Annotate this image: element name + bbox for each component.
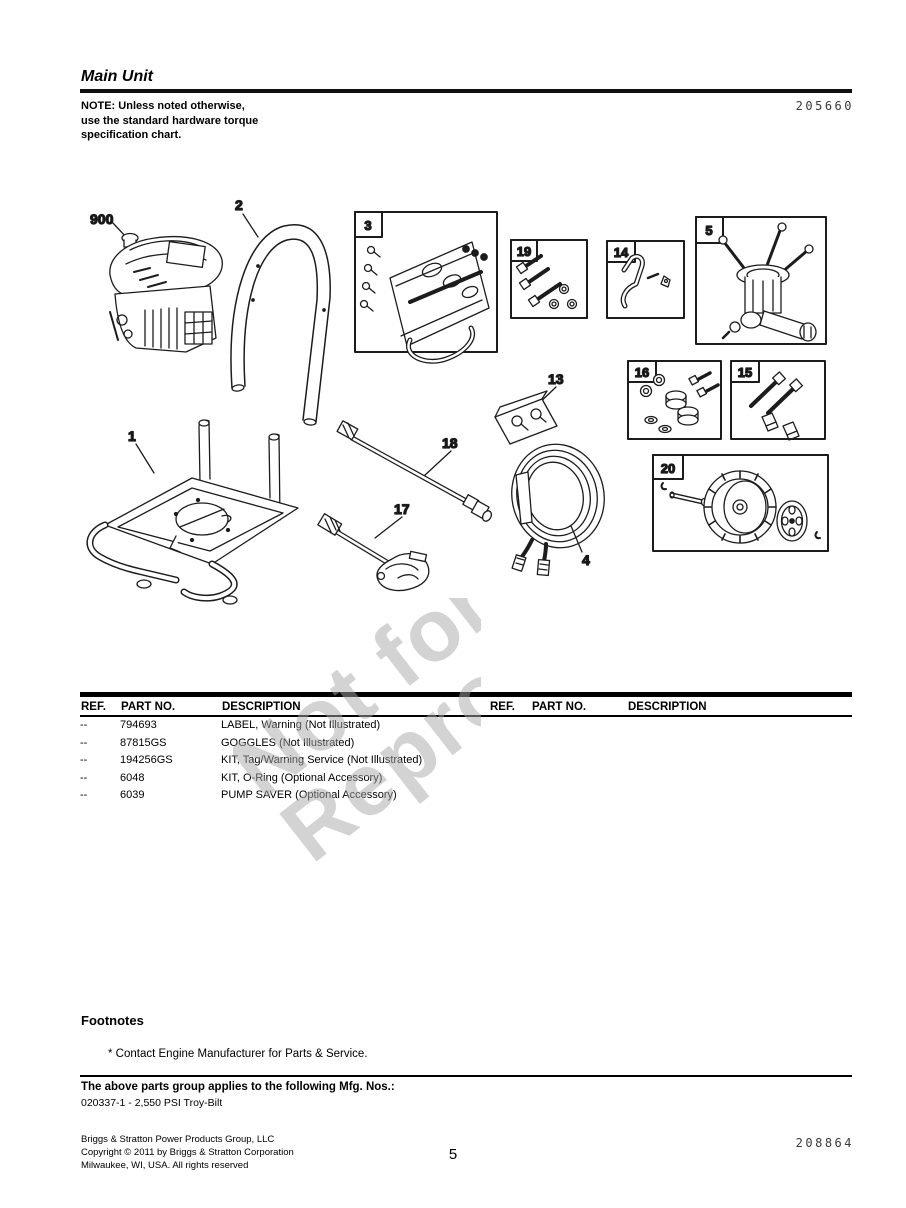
ref-cell: -- xyxy=(80,754,88,766)
ref-cell: -- xyxy=(80,789,88,801)
parts-table: REF. PART NO. DESCRIPTION REF. PART NO. … xyxy=(80,692,852,805)
callout-17: 17 xyxy=(394,501,410,517)
partno-cell: 794693 xyxy=(120,719,157,731)
partno-cell: 6039 xyxy=(120,789,145,801)
col-header-ref: REF. xyxy=(490,701,515,713)
mfg-item: 020337-1 - 2,550 PSI Troy-Bilt xyxy=(81,1097,223,1109)
description-cell: GOGGLES (Not Illustrated) xyxy=(221,736,355,749)
wheel-box-20 xyxy=(652,454,829,552)
form-number-bottom: 208864 xyxy=(795,1136,854,1150)
callout-labels: 900 2 3 19 14 5 13 16 15 20 1 18 17 4 xyxy=(89,196,753,568)
callout-15: 15 xyxy=(738,365,752,380)
note-line: specification chart. xyxy=(81,129,182,141)
note-line: NOTE: Unless noted otherwise, xyxy=(81,100,245,112)
wand-illustration xyxy=(336,420,493,522)
callout-3: 3 xyxy=(364,218,371,233)
partno-cell: 6048 xyxy=(120,771,145,784)
ref-cell: -- xyxy=(80,719,88,731)
table-row: -- 6048 KIT, O-Ring (Optional Accessory) xyxy=(80,770,852,788)
callout-2: 2 xyxy=(235,197,243,213)
callout-20: 20 xyxy=(661,461,675,476)
parts-diagram: 900 2 3 19 14 5 13 16 15 20 1 18 17 4 xyxy=(86,196,829,605)
page-number: 5 xyxy=(448,1146,458,1163)
company-line: Milwaukee, WI, USA. All rights reserved xyxy=(81,1160,249,1171)
ref-cell: -- xyxy=(80,736,88,749)
panel-kit-box xyxy=(354,211,498,364)
table-row: -- 794693 LABEL, Warning (Not Illustrate… xyxy=(80,717,852,735)
callout-18: 18 xyxy=(442,435,458,451)
callout-16: 16 xyxy=(635,365,649,380)
col-header-ref: REF. xyxy=(81,701,106,713)
handle-illustration xyxy=(230,223,331,426)
description-cell: KIT, O-Ring (Optional Accessory) xyxy=(221,771,383,784)
pump-box-5 xyxy=(695,216,827,345)
description-cell: LABEL, Warning (Not Illustrated) xyxy=(221,719,381,731)
torque-note: NOTE: Unless noted otherwise, use the st… xyxy=(81,99,258,143)
bracket-box-14 xyxy=(606,240,685,319)
gun-illustration xyxy=(317,513,430,592)
callout-5: 5 xyxy=(705,223,712,238)
table-top-rule xyxy=(80,692,852,697)
callout-14: 14 xyxy=(614,245,629,260)
hardware-box-15 xyxy=(730,360,826,441)
table-header-row: REF. PART NO. DESCRIPTION REF. PART NO. … xyxy=(80,697,852,717)
hardware-box-19 xyxy=(510,239,588,319)
description-cell: PUMP SAVER (Optional Accessory) xyxy=(221,789,397,801)
col-header-partno: PART NO. xyxy=(121,701,176,713)
footnotes-heading: Footnotes xyxy=(81,1013,144,1028)
col-header-partno: PART NO. xyxy=(532,701,587,713)
mfg-heading: The above parts group applies to the fol… xyxy=(81,1081,395,1093)
page-title: Main Unit xyxy=(81,68,153,85)
callout-13: 13 xyxy=(548,371,564,387)
callout-4: 4 xyxy=(582,552,590,568)
company-line: Copyright © 2011 by Briggs & Stratton Co… xyxy=(81,1147,294,1158)
col-header-description: DESCRIPTION xyxy=(628,701,707,713)
table-row: -- 87815GS GOGGLES (Not Illustrated) xyxy=(80,735,852,753)
note-line: use the standard hardware torque xyxy=(81,114,259,127)
table-row: -- 6039 PUMP SAVER (Optional Accessory) xyxy=(80,787,852,805)
partno-cell: 194256GS xyxy=(120,754,173,766)
company-line: Briggs & Stratton Power Products Group, … xyxy=(81,1134,275,1145)
engine-illustration xyxy=(109,232,223,353)
partno-cell: 87815GS xyxy=(120,736,167,749)
callout-1: 1 xyxy=(128,428,136,444)
footnotes-section: Footnotes * Contact Engine Manufacturer … xyxy=(80,1013,852,1109)
bag-illustration xyxy=(494,390,558,445)
frame-illustration xyxy=(86,419,299,605)
col-header-description: DESCRIPTION xyxy=(222,701,301,713)
title-rule xyxy=(80,89,852,93)
footnote-text: * Contact Engine Manufacturer for Parts … xyxy=(108,1048,368,1060)
description-cell: KIT, Tag/Warning Service (Not Illustrate… xyxy=(221,754,423,766)
hose-illustration xyxy=(511,443,605,577)
callout-19: 19 xyxy=(517,244,531,259)
table-row: -- 194256GS KIT, Tag/Warning Service (No… xyxy=(80,752,852,770)
hardware-box-16 xyxy=(627,360,722,440)
callout-900: 900 xyxy=(90,211,114,227)
ref-cell: -- xyxy=(80,771,88,784)
footer-company-block: Briggs & Stratton Power Products Group, … xyxy=(81,1133,294,1172)
form-number-top: 205660 xyxy=(795,99,854,113)
footnotes-rule xyxy=(80,1075,852,1077)
